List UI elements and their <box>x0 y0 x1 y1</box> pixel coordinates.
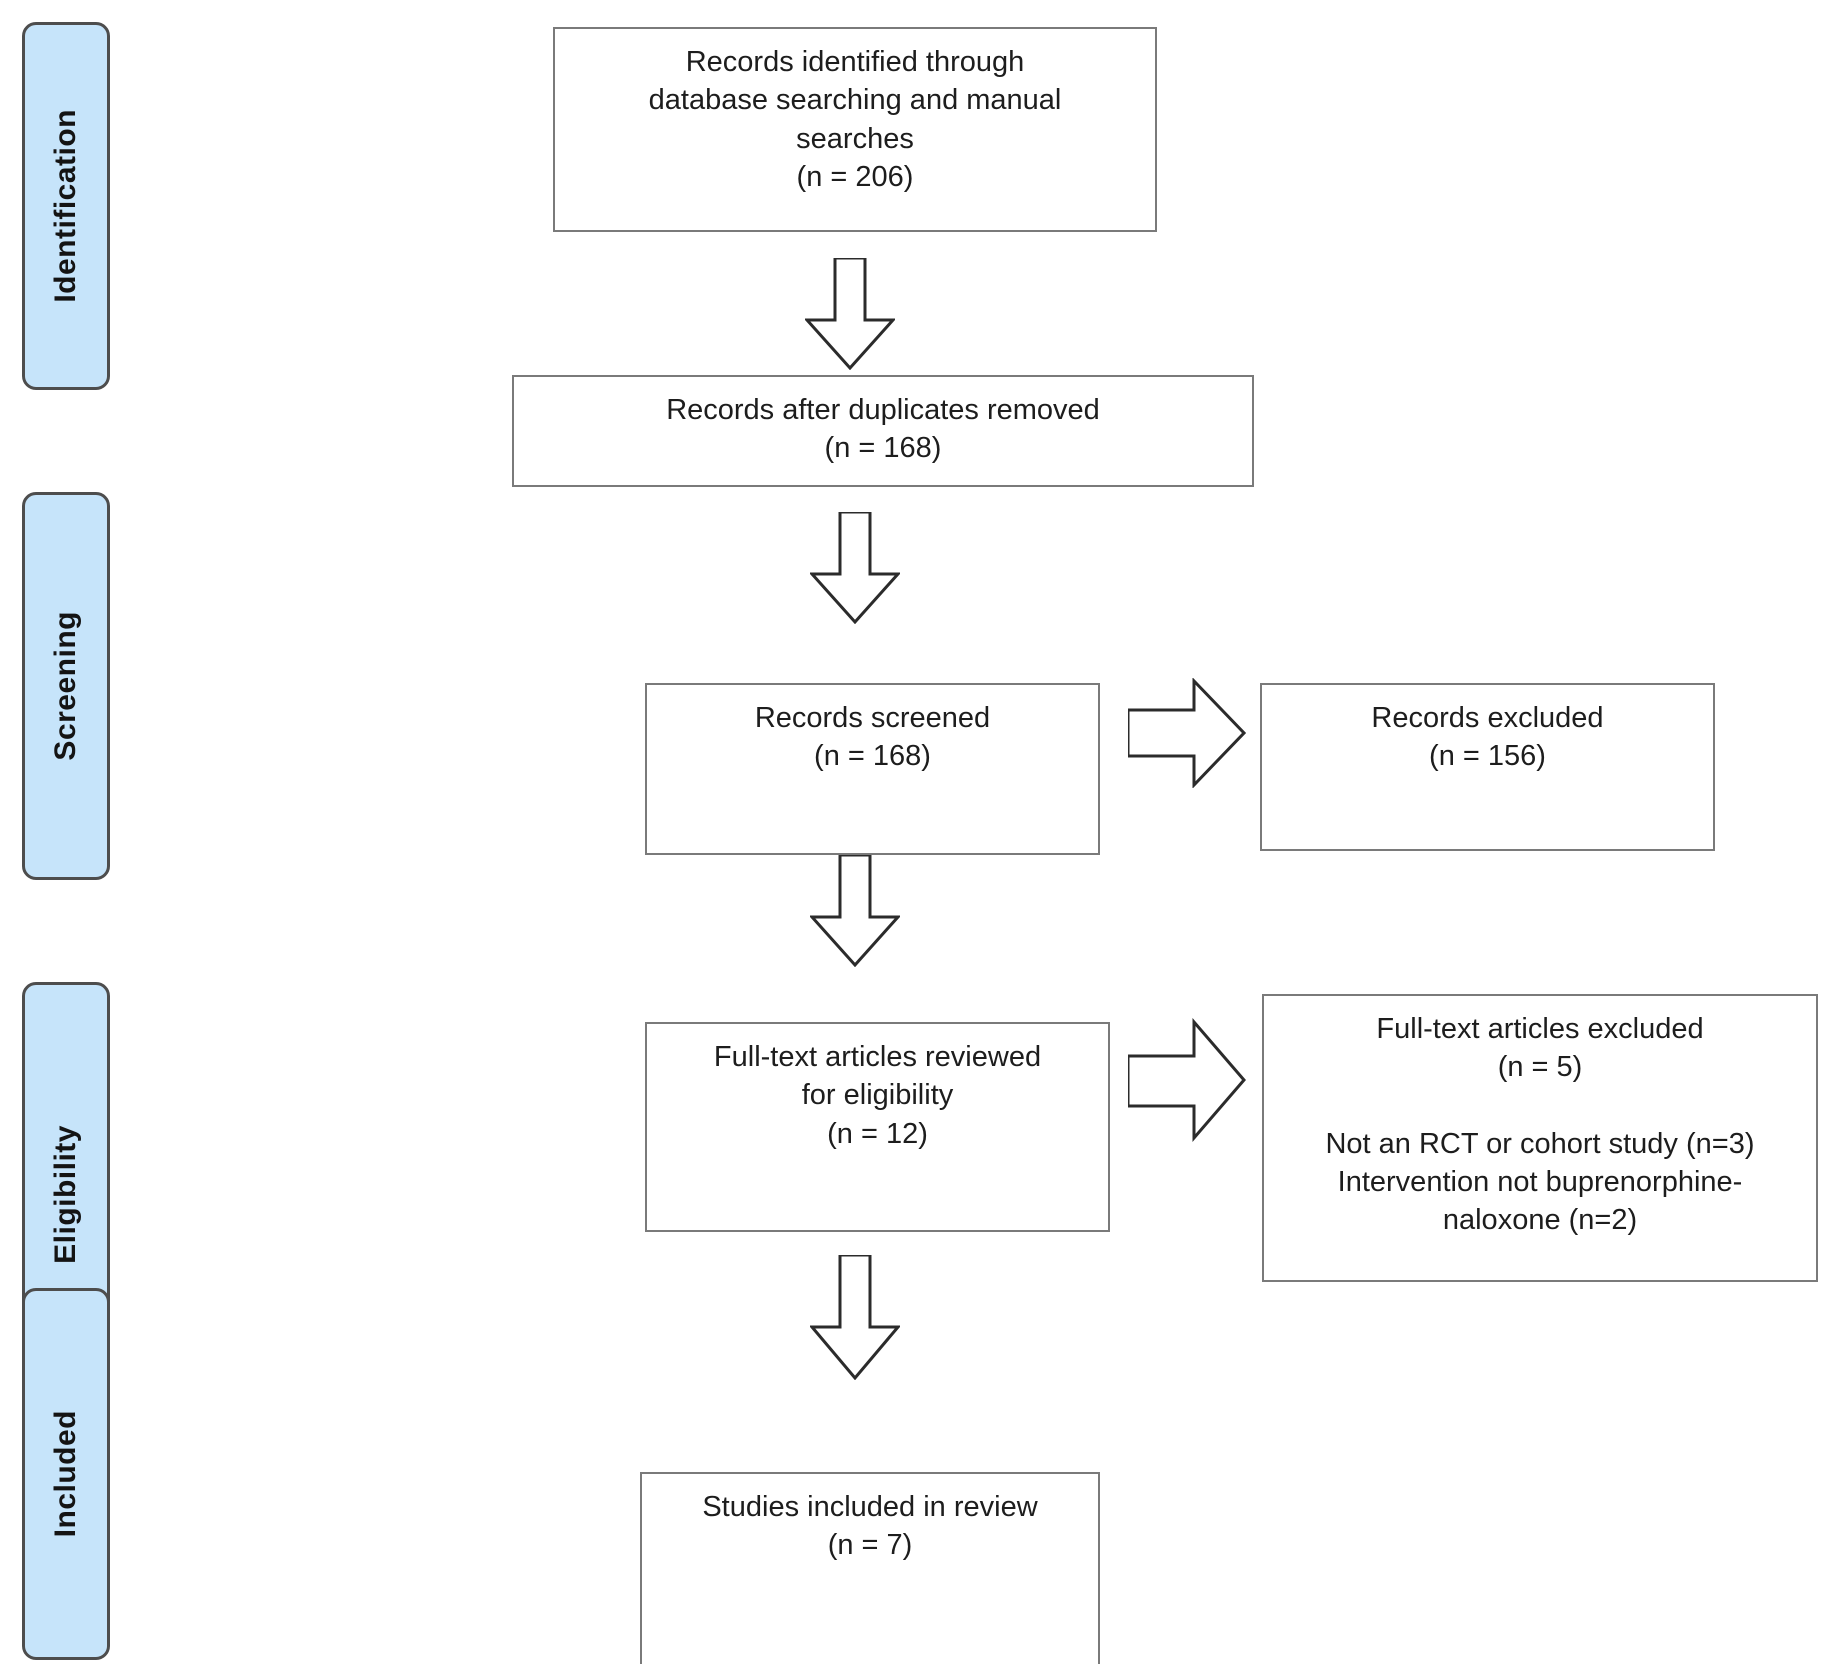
box-fulltext-reviewed-line-2: for eligibility <box>801 1079 954 1112</box>
box-records-identified-count: (n = 206) <box>796 160 914 193</box>
box-records-screened-count: (n = 168) <box>814 740 931 773</box>
box-studies-included: Studies included in review (n = 7) <box>640 1472 1100 1664</box>
arrow-screened-to-fulltext-reviewed <box>810 855 900 967</box>
box-records-screened-line-1: Records screened <box>754 702 991 734</box>
box-records-after-duplicates-line-1: Records after duplicates removed <box>666 394 1100 426</box>
box-fulltext-reviewed: Full-text articles reviewed for eligibil… <box>645 1022 1110 1232</box>
box-fulltext-excluded-line-1: Full-text articles excluded <box>1376 1013 1704 1045</box>
box-records-identified-line-3: searches <box>796 122 914 155</box>
box-studies-included-line-1: Studies included in review <box>702 1491 1038 1523</box>
box-records-after-duplicates: Records after duplicates removed (n = 16… <box>512 375 1254 487</box>
box-records-identified-line-2: database searching and manual <box>648 84 1062 117</box>
arrow-identified-to-after-duplicates <box>805 258 895 370</box>
stage-eligibility-label: Eligibility <box>49 1124 82 1264</box>
box-fulltext-reviewed-line-1: Full-text articles reviewed <box>713 1041 1042 1073</box>
box-fulltext-excluded-reason-1: Not an RCT or cohort study (n=3) <box>1325 1127 1755 1160</box>
stage-identification: Identification <box>22 22 110 390</box>
box-fulltext-excluded: Full-text articles excluded (n = 5) Not … <box>1262 994 1818 1282</box>
box-fulltext-reviewed-count: (n = 12) <box>827 1117 928 1150</box>
box-records-excluded: Records excluded (n = 156) <box>1260 683 1715 851</box>
box-fulltext-excluded-spacer <box>1282 1087 1798 1125</box>
box-records-identified-line-1: Records identified through <box>685 46 1025 78</box>
stage-identification-label: Identification <box>49 109 82 303</box>
stage-included: Included <box>22 1288 110 1660</box>
box-records-identified: Records identified through database sear… <box>553 27 1157 232</box>
box-fulltext-excluded-reason-2a: Intervention not buprenorphine- <box>1337 1166 1743 1199</box>
box-fulltext-excluded-reason-2b: naloxone (n=2) <box>1442 1204 1638 1237</box>
arrow-after-duplicates-to-screened <box>810 512 900 624</box>
box-fulltext-excluded-count: (n = 5) <box>1497 1051 1583 1084</box>
arrow-screened-to-records-excluded <box>1128 678 1246 788</box>
arrow-fulltext-reviewed-to-fulltext-excluded <box>1128 1018 1246 1143</box>
arrow-fulltext-reviewed-to-included <box>810 1255 900 1380</box>
box-records-excluded-count: (n = 156) <box>1429 740 1546 773</box>
box-records-after-duplicates-count: (n = 168) <box>824 432 942 465</box>
stage-included-label: Included <box>49 1410 82 1538</box>
box-studies-included-count: (n = 7) <box>827 1529 913 1562</box>
stage-screening-label: Screening <box>49 611 82 761</box>
box-records-excluded-line-1: Records excluded <box>1371 702 1604 734</box>
box-records-screened: Records screened (n = 168) <box>645 683 1100 855</box>
stage-screening: Screening <box>22 492 110 880</box>
